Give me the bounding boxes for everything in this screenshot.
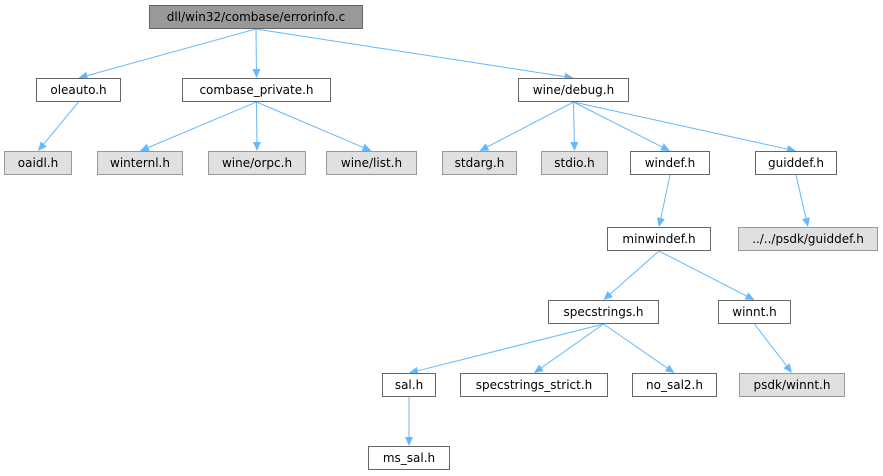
- edge-specstrings-to-sal: [417, 323, 604, 372]
- arrowhead-combase_private-to-wine_orpc: [252, 141, 261, 151]
- node-wine-list-h: wine/list.h: [326, 151, 417, 175]
- edge-minwindef-to-specstrings: [609, 250, 660, 295]
- node-ms-sal-h[interactable]: ms_sal.h: [368, 446, 450, 470]
- node-stdarg-h: stdarg.h: [442, 151, 517, 175]
- edge-combase_private-to-winternl: [148, 101, 257, 148]
- node-oleauto-h[interactable]: oleauto.h: [36, 78, 121, 102]
- edge-combase_private-to-wine_list: [256, 101, 364, 148]
- edge-errorinfo-to-oleauto: [87, 28, 257, 77]
- node-errorinfo-c[interactable]: dll/win32/combase/errorinfo.c: [149, 5, 363, 29]
- arrowhead-specstrings-to-no_sal2: [664, 364, 675, 373]
- arrowhead-errorinfo-to-oleauto: [78, 71, 89, 80]
- edge-wine_debug-to-windef: [573, 101, 663, 148]
- edge-minwindef-to-winnt: [658, 250, 747, 297]
- edge-wine_debug-to-stdio: [573, 101, 575, 143]
- node-winternl-h: winternl.h: [97, 151, 183, 175]
- node-psdk-guiddef-h: ../../psdk/guiddef.h: [738, 227, 878, 251]
- edge-specstrings-to-no_sal2: [603, 323, 668, 369]
- node-specstrings-h[interactable]: specstrings.h: [548, 300, 659, 324]
- edge-guiddef-to-psdk_guiddef: [795, 174, 807, 219]
- edge-windef-to-minwindef: [660, 174, 671, 219]
- arrowhead-wine_debug-to-stdio: [570, 141, 579, 151]
- edge-wine_debug-to-guiddef: [573, 101, 788, 150]
- arrowhead-minwindef-to-winnt: [744, 292, 755, 300]
- arrowhead-sal-to-ms_sal: [405, 437, 413, 446]
- edge-winnt-to-psdk_winnt: [754, 323, 787, 367]
- node-wine-orpc-h: wine/orpc.h: [208, 151, 306, 175]
- node-stdio-h: stdio.h: [541, 151, 608, 175]
- node-no-sal2-h[interactable]: no_sal2.h: [632, 373, 717, 397]
- arrowhead-minwindef-to-specstrings: [603, 291, 613, 300]
- node-specstrings-strict-h[interactable]: specstrings_strict.h: [460, 373, 608, 397]
- node-windef-h[interactable]: windef.h: [630, 151, 710, 175]
- arrowhead-combase_private-to-wine_list: [361, 143, 372, 152]
- arrowhead-oleauto-to-oaidl: [38, 141, 47, 151]
- node-combase-private-h[interactable]: combase_private.h: [182, 78, 331, 102]
- arrowhead-combase_private-to-winternl: [140, 143, 150, 152]
- arrowhead-wine_debug-to-windef: [660, 143, 670, 151]
- arrowhead-specstrings-to-specstrings_strict: [534, 364, 544, 373]
- edge-wine_debug-to-stdarg: [487, 101, 574, 148]
- node-minwindef-h[interactable]: minwindef.h: [607, 227, 711, 251]
- arrowhead-specstrings-to-sal: [409, 366, 419, 375]
- node-winnt-h[interactable]: winnt.h: [718, 300, 791, 324]
- arrowhead-wine_debug-to-stdarg: [479, 143, 490, 151]
- arrowhead-winnt-to-psdk_winnt: [783, 363, 792, 373]
- node-wine-debug-h[interactable]: wine/debug.h: [518, 78, 629, 102]
- edge-oleauto-to-oaidl: [43, 101, 79, 145]
- node-psdk-winnt-h: psdk/winnt.h: [739, 373, 845, 397]
- arrowhead-guiddef-to-psdk_guiddef: [802, 217, 810, 227]
- arrowhead-windef-to-minwindef: [656, 217, 665, 227]
- node-guiddef-h[interactable]: guiddef.h: [755, 151, 837, 175]
- node-oaidl-h: oaidl.h: [4, 151, 72, 175]
- arrowhead-errorinfo-to-combase_private: [252, 68, 261, 78]
- edge-specstrings-to-specstrings_strict: [541, 323, 604, 369]
- edge-errorinfo-to-wine_debug: [255, 28, 565, 78]
- node-sal-h[interactable]: sal.h: [382, 373, 436, 397]
